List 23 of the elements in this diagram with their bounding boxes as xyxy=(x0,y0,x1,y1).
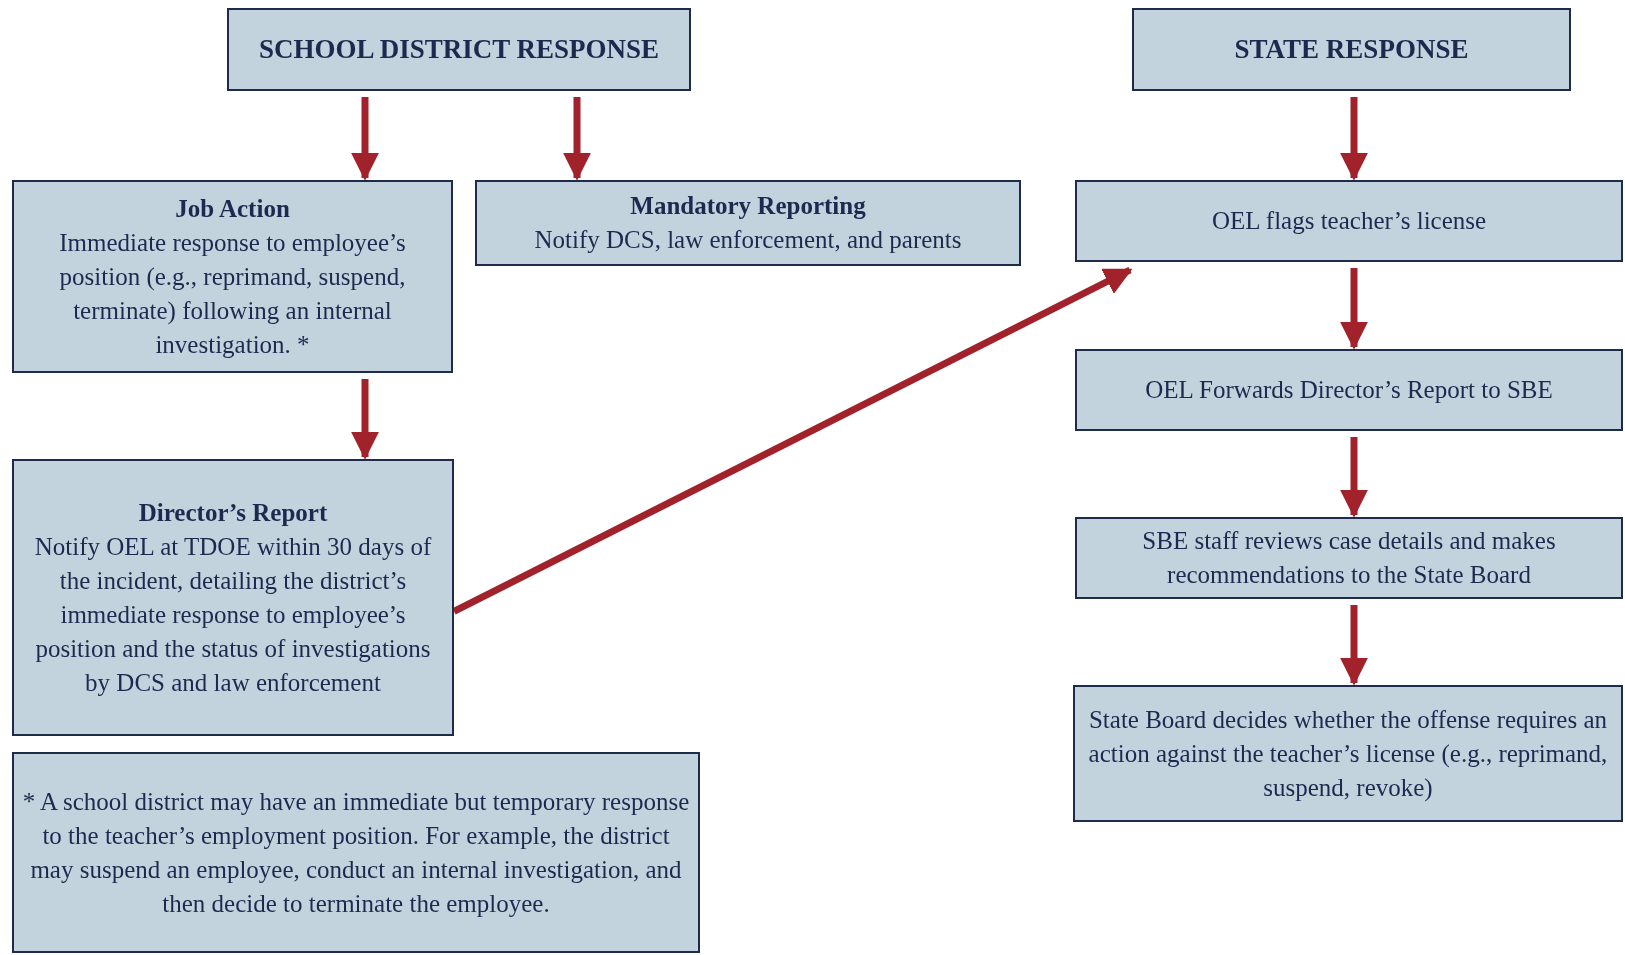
box-text: Notify DCS, law enforcement, and parents xyxy=(534,225,962,255)
box-text: OEL Forwards Director’s Report to SBE xyxy=(1145,375,1553,405)
process-box xyxy=(1075,180,1623,262)
heading-box xyxy=(227,8,691,91)
box-heading: Job Action xyxy=(175,193,290,224)
box-text: * A school district may have an immediate but temporary response to the teacher’s employment position. For example, the district may suspend an employee, conduct an internal investigation, and then decide to terminate the employee. xyxy=(21,786,691,919)
box-heading: SCHOOL DISTRICT RESPONSE xyxy=(258,33,660,67)
process-box xyxy=(1075,517,1623,599)
box-text: State Board decides whether the offense requires an action against the teacher’s license (e.g., reprimand, suspend, revoke) xyxy=(1087,704,1609,804)
process-box xyxy=(12,180,453,373)
box-heading: STATE RESPONSE xyxy=(1234,33,1469,67)
box-heading: Director’s Report xyxy=(138,497,328,528)
heading-box xyxy=(1132,8,1571,91)
process-box xyxy=(12,459,454,736)
box-text: OEL flags teacher’s license xyxy=(1211,206,1487,236)
process-box xyxy=(475,180,1021,266)
box-text: Notify OEL at TDOE within 30 days of the incident, detailing the district’s immediate response to employee’s position and the status of investigations by DCS and law enforcement xyxy=(33,531,433,698)
process-box xyxy=(1075,349,1623,431)
box-text: SBE staff reviews case details and makes recommendations to the State Board xyxy=(1141,526,1557,590)
box-heading: Mandatory Reporting xyxy=(630,191,866,221)
process-box xyxy=(1073,685,1623,822)
box-text: Immediate response to employee’s position (e.g., reprimand, suspend, terminate) following an internal investigation. * xyxy=(58,227,407,360)
process-box xyxy=(12,752,700,953)
